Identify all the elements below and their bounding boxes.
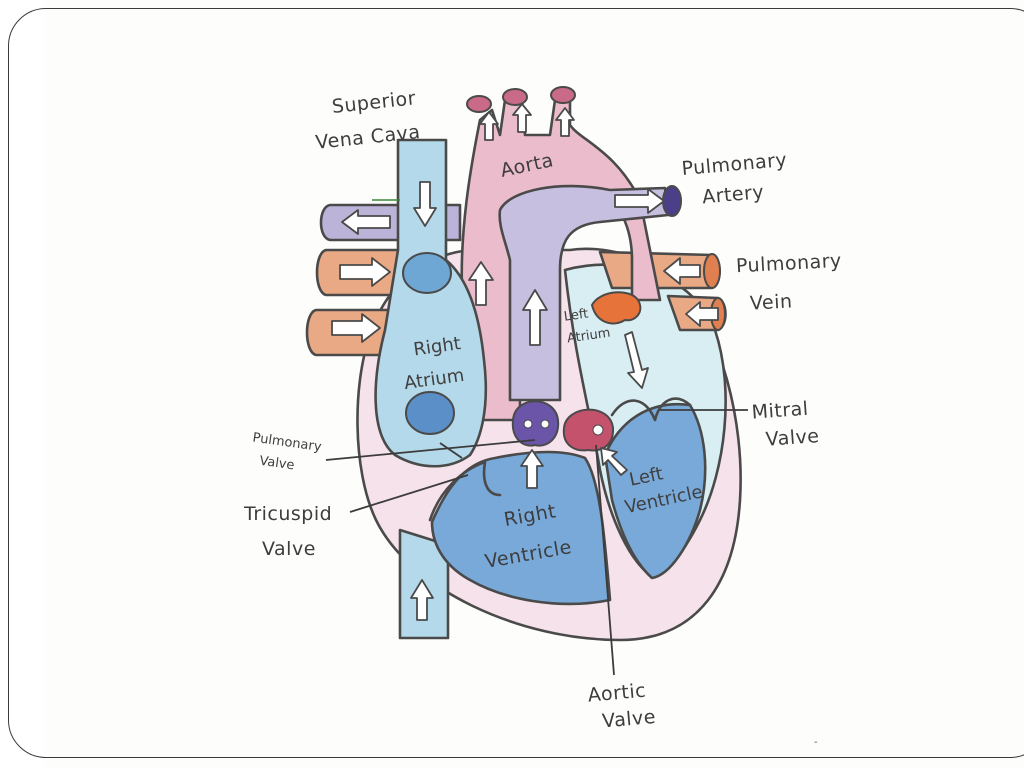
flow-arrows [331, 103, 719, 621]
right-atrium-opening [405, 391, 455, 435]
pulmonary-vein-upper [598, 250, 721, 290]
left-ventricle [603, 402, 707, 580]
aorta-branch-2 [502, 88, 528, 106]
left-atrium-opening [590, 291, 642, 325]
pulmonary-trunk [498, 184, 670, 402]
label-tricuspid-valve: Tricuspid Valve [243, 503, 339, 560]
stray-mark: - [814, 737, 818, 748]
aorta-branch-1 [466, 95, 492, 113]
pulmonary-artery-opening [662, 185, 682, 217]
svc-opening [402, 252, 452, 294]
slide-frame [8, 8, 1024, 758]
label-pulmonary-artery: Pulmonary Artery [681, 148, 797, 210]
mitral-leaflets [610, 397, 692, 422]
label-pulmonary-valve: Pulmonary Valve [249, 431, 327, 478]
pulmonary-valve-shape [511, 400, 560, 447]
label-aortic-valve: Aortic Valve [587, 679, 657, 734]
label-left-atrium: Left Atrium [563, 304, 611, 347]
pulmonary-vein-upper-opening [703, 253, 721, 289]
label-mitral-valve: Mitral Valve [751, 397, 820, 451]
leader-lines [325, 199, 748, 676]
label-pulmonary-vein: Pulmonary Vein [735, 249, 850, 315]
label-superior-vena-cava: Superior Vena Cava [311, 87, 427, 154]
superior-vena-cava-and-right-atrium [374, 138, 488, 468]
aorta-branch-3 [550, 86, 576, 104]
aortic-valve-shape [562, 408, 615, 452]
tricuspid-leaflets [428, 460, 502, 522]
